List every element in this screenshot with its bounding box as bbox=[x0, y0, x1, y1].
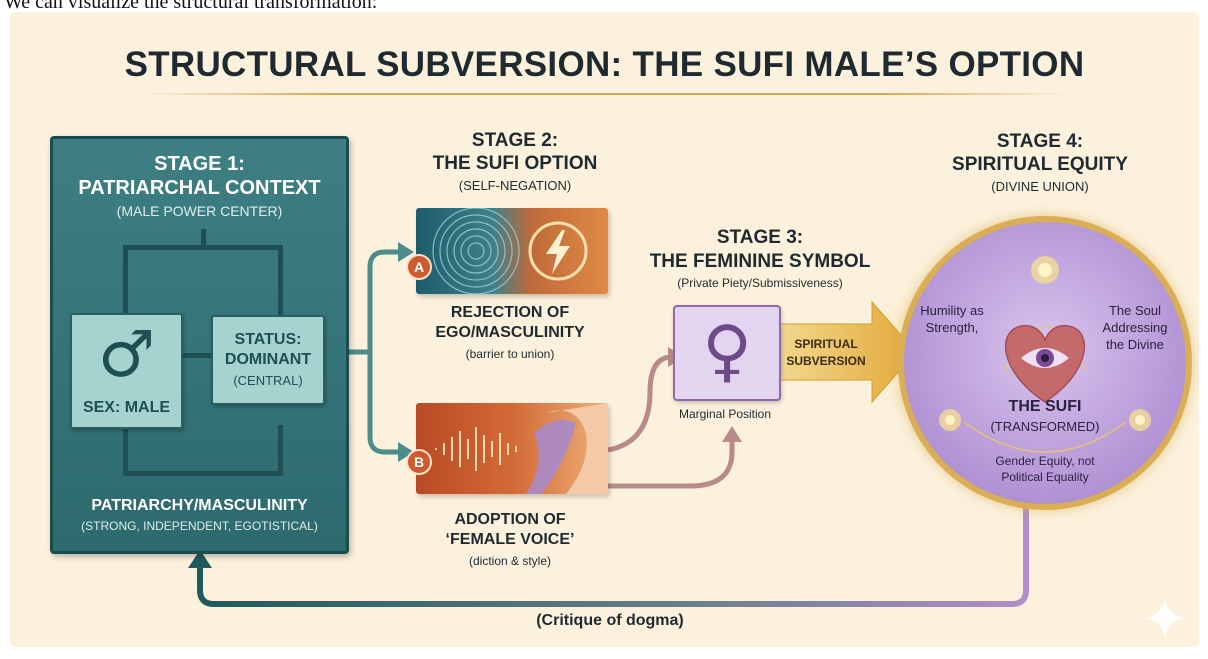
infographic-panel: STRUCTURAL SUBVERSION: THE SUFI MALE’S O… bbox=[10, 12, 1199, 647]
stage3-heading: STAGE 3: bbox=[635, 227, 885, 249]
stage2-name: THE SUFI OPTION bbox=[400, 153, 630, 175]
sound-wave-icon bbox=[416, 403, 608, 494]
stage4-sub: (DIVINE UNION) bbox=[930, 179, 1150, 194]
stage3-name: THE FEMININE SYMBOL bbox=[625, 251, 895, 273]
adoption-sub: (diction & style) bbox=[400, 554, 620, 568]
marginal-position-label: Marginal Position bbox=[650, 407, 800, 421]
frame-stem bbox=[201, 229, 206, 245]
spiral-icon bbox=[416, 208, 608, 294]
eye-heart-icon bbox=[1006, 326, 1085, 402]
adoption-line1: ADOPTION OF bbox=[400, 511, 620, 529]
stage1-bottom-sub: (STRONG, INDEPENDENT, EGOTISTICAL) bbox=[53, 519, 346, 533]
frame-left-top bbox=[123, 245, 128, 317]
male-symbol-icon: ♂ bbox=[72, 315, 181, 395]
soul-line2: Addressing bbox=[1090, 320, 1180, 335]
sex-label: SEX: MALE bbox=[72, 399, 181, 417]
frame-right-bottom bbox=[278, 425, 283, 475]
frame-bottom bbox=[123, 471, 283, 476]
feminine-symbol-box: ♀ bbox=[673, 305, 781, 401]
frame-left-bottom bbox=[123, 425, 128, 475]
badge-b: B bbox=[406, 449, 432, 475]
badge-a: A bbox=[406, 254, 432, 280]
rejection-image bbox=[416, 208, 608, 294]
humility-line2: Strength, bbox=[906, 320, 998, 335]
soul-line3: the Divine bbox=[1090, 337, 1180, 352]
adoption-line2: ‘FEMALE VOICE’ bbox=[400, 531, 620, 549]
stage1-bottom-title: PATRIARCHY/MASCULINITY bbox=[53, 497, 346, 515]
sufi-sub: (TRANSFORMED) bbox=[904, 419, 1186, 434]
subversion-line2: SUBVERSION bbox=[780, 354, 872, 368]
status-line2: DOMINANT bbox=[213, 351, 323, 369]
stage1-sub: (MALE POWER CENTER) bbox=[53, 203, 346, 219]
sparkle-icon bbox=[1145, 598, 1185, 638]
adoption-image bbox=[416, 403, 608, 494]
equity-line2: Political Equality bbox=[904, 470, 1186, 484]
stage4-name: SPIRITUAL EQUITY bbox=[930, 154, 1150, 176]
stage2-sub: (SELF-NEGATION) bbox=[400, 178, 630, 193]
stage4-heading: STAGE 4: bbox=[930, 131, 1150, 153]
rejection-line2: EGO/MASCULINITY bbox=[400, 324, 620, 342]
humility-line1: Humility as bbox=[906, 303, 998, 318]
feedback-label: (Critique of dogma) bbox=[460, 612, 760, 630]
stage1-box: STAGE 1: PATRIARCHAL CONTEXT (MALE POWER… bbox=[50, 136, 349, 554]
frame-right-top bbox=[278, 245, 283, 317]
subversion-line1: SPIRITUAL bbox=[780, 337, 872, 351]
status-line1: STATUS: bbox=[213, 331, 323, 349]
frame-top bbox=[123, 245, 283, 250]
stage1-heading: STAGE 1: bbox=[53, 153, 346, 176]
stage2-heading: STAGE 2: bbox=[400, 130, 630, 152]
divine-union-circle: Humility as Strength, The Soul Addressin… bbox=[898, 216, 1192, 510]
rejection-sub: (barrier to union) bbox=[400, 347, 620, 361]
status-box: STATUS: DOMINANT (CENTRAL) bbox=[211, 315, 325, 405]
sex-box: ♂ SEX: MALE bbox=[70, 313, 183, 429]
lightning-icon bbox=[530, 223, 586, 279]
sufi-title: THE SUFI bbox=[904, 398, 1186, 416]
female-symbol-icon: ♀ bbox=[675, 307, 779, 397]
equity-line1: Gender Equity, not bbox=[904, 454, 1186, 468]
stage3-sub: (Private Piety/Submissiveness) bbox=[625, 276, 895, 290]
stage1-name: PATRIARCHAL CONTEXT bbox=[53, 177, 346, 200]
rejection-line1: REJECTION OF bbox=[400, 304, 620, 322]
soul-line1: The Soul bbox=[1090, 303, 1180, 318]
status-line3: (CENTRAL) bbox=[213, 373, 323, 388]
frame-link bbox=[181, 353, 211, 358]
